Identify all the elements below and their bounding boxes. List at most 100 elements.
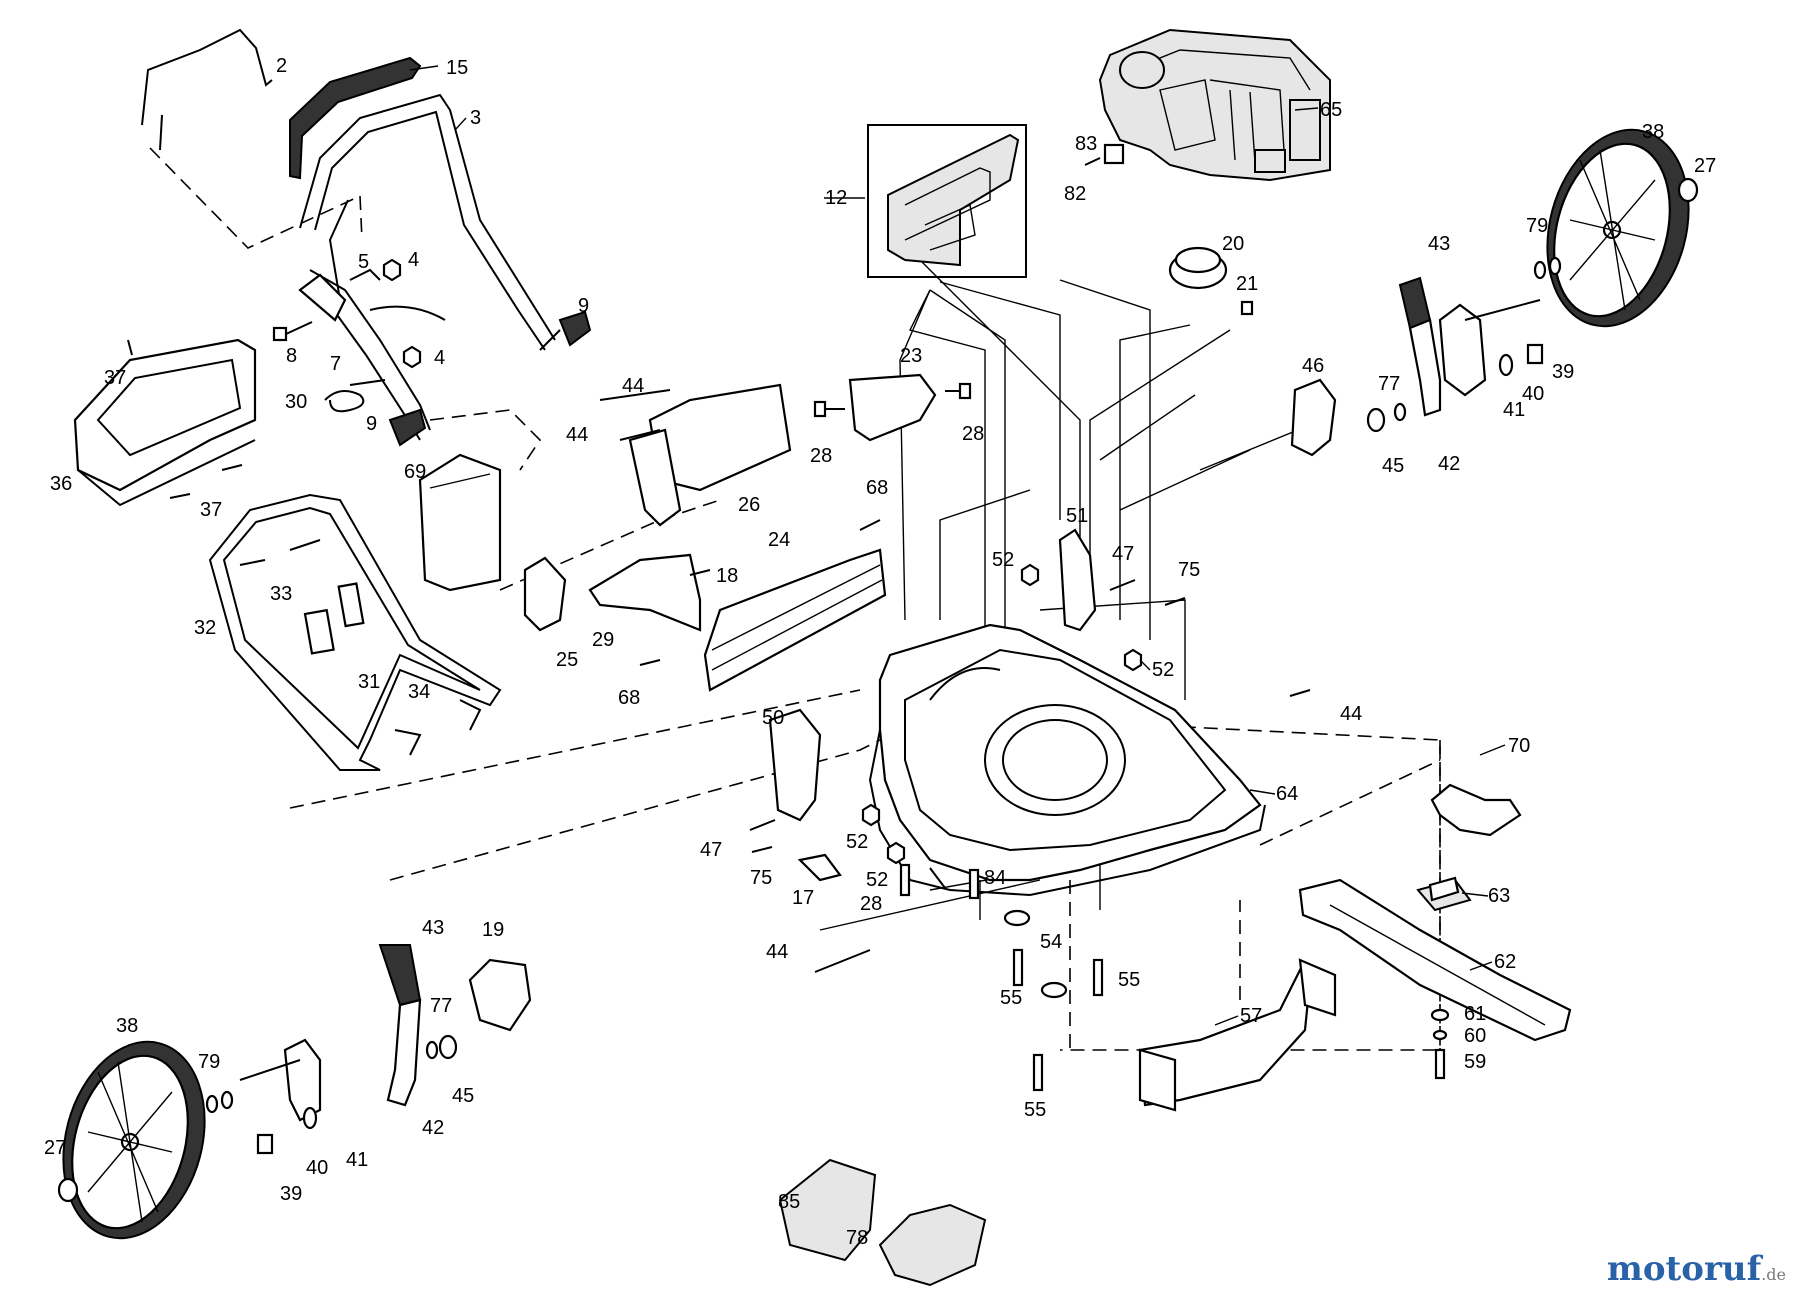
part-2-cable (141, 28, 273, 151)
callout: 32 (194, 617, 216, 639)
callout: 50 (762, 707, 784, 729)
callout: 44 (766, 941, 788, 963)
part-43-lever-upper (1398, 276, 1442, 417)
part-23-bracket (848, 373, 937, 442)
part-26-bracket (599, 383, 792, 527)
callout: 7 (330, 353, 341, 375)
callout: 43 (1428, 233, 1450, 255)
callout: 26 (738, 494, 760, 516)
part-24-flap (703, 548, 887, 692)
callout: 39 (1552, 361, 1574, 383)
part-29-deflector (588, 553, 702, 632)
callout: 44 (1340, 703, 1362, 725)
callout: 79 (1526, 215, 1548, 237)
callout: 52 (866, 869, 888, 891)
part-3-upper-handle (299, 93, 556, 351)
part-43-lever-lower (378, 944, 422, 1107)
callout: 55 (1118, 969, 1140, 991)
callout: 42 (1438, 453, 1460, 475)
callout: 37 (104, 367, 126, 389)
callout: 40 (1522, 383, 1544, 405)
callout: 52 (992, 549, 1014, 571)
callout: 47 (1112, 543, 1134, 565)
callout: 44 (566, 424, 588, 446)
callout: 45 (1382, 455, 1404, 477)
callout: 37 (200, 499, 222, 521)
callout: 38 (116, 1015, 138, 1037)
callout: 17 (792, 887, 814, 909)
callout: 83 (1075, 133, 1097, 155)
part-79-washer (205, 256, 1562, 1114)
callout: 36 (50, 473, 72, 495)
callout: 75 (750, 867, 772, 889)
callout: 28 (810, 445, 832, 467)
callout: 47 (700, 839, 722, 861)
part-41-axle-upper (1438, 299, 1541, 397)
callout: 31 (358, 671, 380, 693)
callout: 77 (1378, 373, 1400, 395)
part-8-bolt (272, 321, 313, 342)
part-38-wheel-lower (62, 1040, 206, 1240)
callout: 68 (618, 687, 640, 709)
callout: 57 (1240, 1005, 1262, 1027)
callout: 44 (622, 375, 644, 397)
callout: 78 (846, 1227, 868, 1249)
callout: 2 (276, 55, 287, 77)
part-41-axle-lower (239, 1038, 322, 1122)
part-47-bolt (749, 579, 1136, 831)
part-20-pulley (1168, 246, 1228, 290)
callout: 15 (446, 57, 468, 79)
callout: 64 (1276, 783, 1298, 805)
callout: 60 (1464, 1025, 1486, 1047)
part-85-cover (778, 1158, 877, 1262)
part-63-adapter (1416, 876, 1472, 912)
callout: 24 (768, 529, 790, 551)
callout: 9 (366, 413, 377, 435)
callout: 52 (1152, 659, 1174, 681)
callout: 77 (430, 995, 452, 1017)
part-78-mulch-plug (878, 1203, 987, 1287)
part-9-knob (388, 310, 592, 447)
part-17-clip (797, 853, 842, 882)
callout: 27 (44, 1137, 66, 1159)
part-28-bolt (813, 382, 972, 418)
callout: 20 (1222, 233, 1244, 255)
part-36-bag-frame (73, 338, 257, 507)
callout: 55 (1000, 987, 1022, 1009)
callout: 68 (866, 477, 888, 499)
part-34-pins (394, 699, 482, 756)
part-37-screw (127, 339, 243, 499)
part-32-bag-frame (208, 493, 502, 771)
part-30-clip (324, 379, 386, 413)
callout: 9 (578, 295, 589, 317)
part-65-engine (1098, 28, 1331, 182)
part-39-bolt (256, 343, 1544, 1155)
callout: 33 (270, 583, 292, 605)
callout: 70 (1508, 735, 1530, 757)
part-51-bracket (1058, 528, 1097, 632)
callout: 69 (404, 461, 426, 483)
callout-leaders (409, 65, 1506, 1026)
callout: 51 (1066, 505, 1088, 527)
callout: 41 (346, 1149, 368, 1171)
callout: 18 (716, 565, 738, 587)
part-62-blade (1298, 878, 1572, 1042)
callout: 28 (962, 423, 984, 445)
callout: 54 (1040, 931, 1062, 953)
callout: 46 (1302, 355, 1324, 377)
callout: 28 (860, 893, 882, 915)
callout: 42 (422, 1117, 444, 1139)
callout: 84 (984, 867, 1006, 889)
callout: 3 (470, 107, 481, 129)
part-45-spacer (438, 407, 1386, 1060)
part-52-nut (861, 563, 1143, 865)
watermark-brand: motoruf (1606, 1249, 1762, 1289)
part-46-plate (1290, 378, 1337, 457)
part-40-washer (302, 353, 1514, 1130)
part-7-lower-handle (298, 269, 431, 441)
callout: 38 (1642, 121, 1664, 143)
part-25-bracket (523, 556, 567, 632)
callout: 43 (422, 917, 444, 939)
part-27-cap (57, 177, 1699, 1203)
